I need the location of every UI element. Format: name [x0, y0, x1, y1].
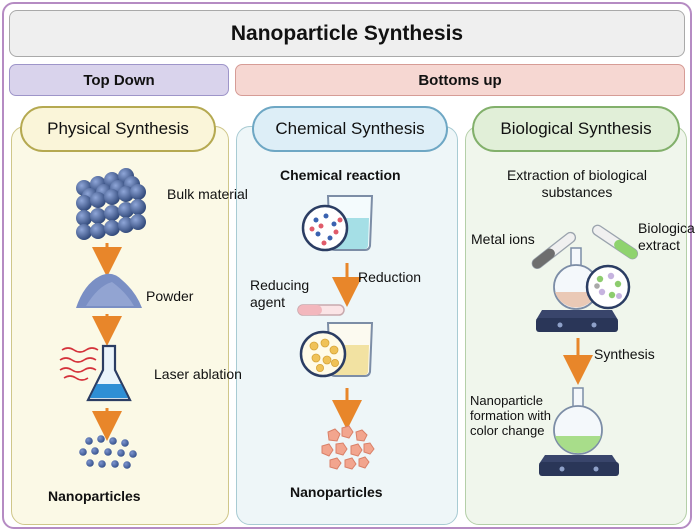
laser-ablation-label: Laser ablation	[154, 366, 242, 382]
chemical-panel	[236, 126, 458, 525]
reducing-agent-label: Reducing agent	[250, 277, 310, 310]
chemical-reaction-label: Chemical reaction	[280, 167, 401, 183]
chemical-synthesis-header: Chemical Synthesis	[252, 106, 448, 152]
physical-result-label: Nanoparticles	[48, 488, 141, 504]
biological-extract-label: Biological extract	[638, 220, 695, 253]
chemical-result-label: Nanoparticles	[290, 484, 383, 500]
extraction-label: Extraction of biological substances	[506, 167, 648, 200]
synthesis-label: Synthesis	[594, 346, 655, 362]
biological-synthesis-header: Biological Synthesis	[472, 106, 680, 152]
diagram-title: Nanoparticle Synthesis	[9, 10, 685, 57]
category-top-down: Top Down	[9, 64, 229, 96]
powder-label: Powder	[146, 288, 194, 304]
category-bottoms-up: Bottoms up	[235, 64, 685, 96]
reduction-label: Reduction	[358, 269, 422, 285]
metal-ions-label: Metal ions	[471, 231, 535, 247]
color-change-label: Nanoparticle formation with color change	[470, 393, 551, 438]
physical-synthesis-header: Physical Synthesis	[20, 106, 216, 152]
bulk-material-label: Bulk material	[167, 186, 248, 202]
